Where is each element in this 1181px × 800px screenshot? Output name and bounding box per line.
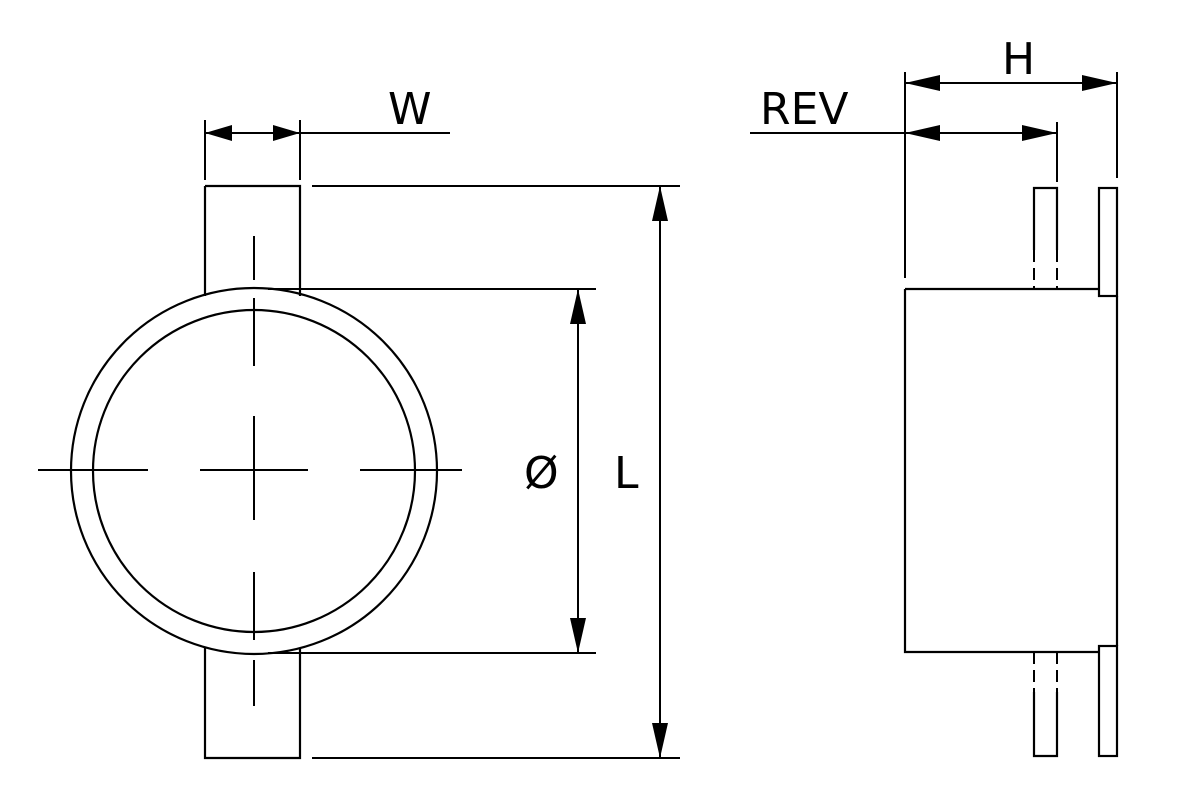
rev-dimension: REV (750, 84, 1058, 182)
bottom-hidden-tab-dashes (1033, 652, 1058, 692)
w-dimension: W (204, 84, 450, 180)
top-hidden-tab-dashes (1033, 250, 1058, 289)
diameter-label: Ø (524, 448, 559, 499)
diameter-dimension: Ø (268, 288, 596, 654)
front-view (38, 184, 462, 760)
bottom-hidden-tab (1032, 692, 1059, 758)
top-flange-tab (1097, 186, 1119, 298)
h-label: H (1002, 34, 1035, 85)
top-hidden-tab (1032, 186, 1059, 250)
side-view (903, 186, 1119, 758)
side-body (903, 287, 1119, 654)
top-mounting-tab (203, 184, 302, 296)
bottom-flange-tab (1097, 644, 1119, 758)
rev-label: REV (760, 84, 848, 135)
l-label: L (614, 448, 639, 499)
l-dimension: L (312, 185, 680, 759)
bottom-mounting-tab (203, 648, 302, 760)
w-label: W (388, 84, 432, 135)
h-dimension: H (904, 34, 1118, 278)
